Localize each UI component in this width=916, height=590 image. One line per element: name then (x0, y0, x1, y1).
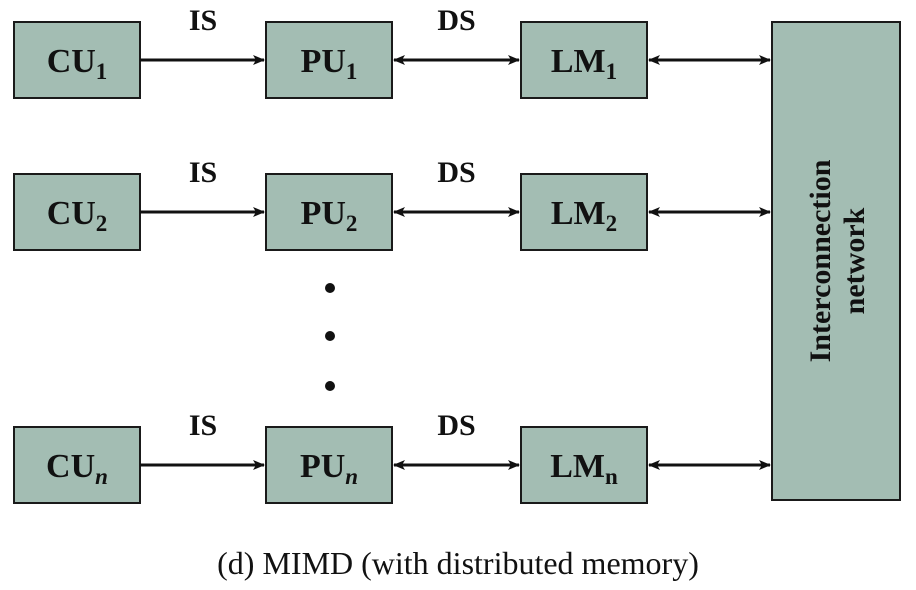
local-memory-rect (520, 21, 648, 99)
processing-unit-rect (265, 21, 393, 99)
control-unit-label-sub: 2 (96, 211, 108, 236)
control-unit-label-sub: n (95, 464, 108, 489)
control-unit-label: CUn (46, 448, 108, 489)
processing-unit-rect (265, 426, 393, 504)
processing-unit-label-sub: 2 (346, 211, 358, 236)
control-unit-label-base: CU (46, 448, 95, 485)
local-memory-label: LMn (550, 448, 618, 489)
instruction-stream-label: IS (189, 156, 217, 189)
instruction-stream-label: IS (189, 409, 217, 442)
local-memory: LM1 (520, 21, 648, 99)
processing-unit-label: PUn (300, 448, 358, 489)
control-unit-label-sub: 1 (96, 59, 108, 84)
local-memory-label-base: LM (551, 195, 606, 232)
local-memory: LM2 (520, 173, 648, 251)
network-label-line1: Interconnection (804, 159, 837, 362)
control-unit: CUn (13, 426, 141, 504)
local-memory: LMn (520, 426, 648, 504)
figure-caption: (d) MIMD (with distributed memory) (217, 545, 699, 581)
control-unit-label-base: CU (47, 43, 96, 80)
data-stream-label: DS (437, 409, 475, 442)
local-memory-label-sub: 1 (606, 59, 618, 84)
local-memory-label-sub: 2 (606, 211, 618, 236)
network-label-line2: network (838, 207, 871, 314)
control-unit-label-base: CU (47, 195, 96, 232)
processing-unit-label-sub: 1 (346, 59, 358, 84)
control-unit: CU2 (13, 173, 141, 251)
local-memory-label-base: LM (550, 448, 605, 485)
ellipsis-dot (325, 331, 335, 341)
processing-unit-rect (265, 173, 393, 251)
interconnection-network: Interconnection network (771, 21, 901, 501)
control-unit-rect (13, 426, 141, 504)
ellipsis-dot (325, 283, 335, 293)
processing-unit-label-base: PU (301, 195, 346, 232)
local-memory-label-base: LM (551, 43, 606, 80)
processing-unit-label-sub: n (345, 464, 358, 489)
local-memory-label: LM1 (551, 43, 617, 84)
data-stream-label: DS (437, 4, 475, 37)
processing-unit-label: PU2 (301, 195, 358, 236)
control-unit-label: CU2 (47, 195, 108, 236)
control-unit: CU1 (13, 21, 141, 99)
processing-unit: PU1 (265, 21, 393, 99)
control-unit-rect (13, 21, 141, 99)
processing-unit: PU2 (265, 173, 393, 251)
local-memory-label-sub: n (605, 464, 618, 489)
data-stream-label: DS (437, 156, 475, 189)
instruction-stream-label: IS (189, 4, 217, 37)
local-memory-label: LM2 (551, 195, 617, 236)
processing-unit: PUn (265, 426, 393, 504)
processing-unit-label-base: PU (301, 43, 346, 80)
processing-unit-label-base: PU (300, 448, 345, 485)
local-memory-rect (520, 173, 648, 251)
ellipsis-dots (325, 283, 335, 391)
control-unit-label: CU1 (47, 43, 108, 84)
processing-unit-label: PU1 (301, 43, 358, 84)
ellipsis-dot (325, 381, 335, 391)
local-memory-rect (520, 426, 648, 504)
control-unit-rect (13, 173, 141, 251)
interconnection-network-box (771, 21, 901, 501)
